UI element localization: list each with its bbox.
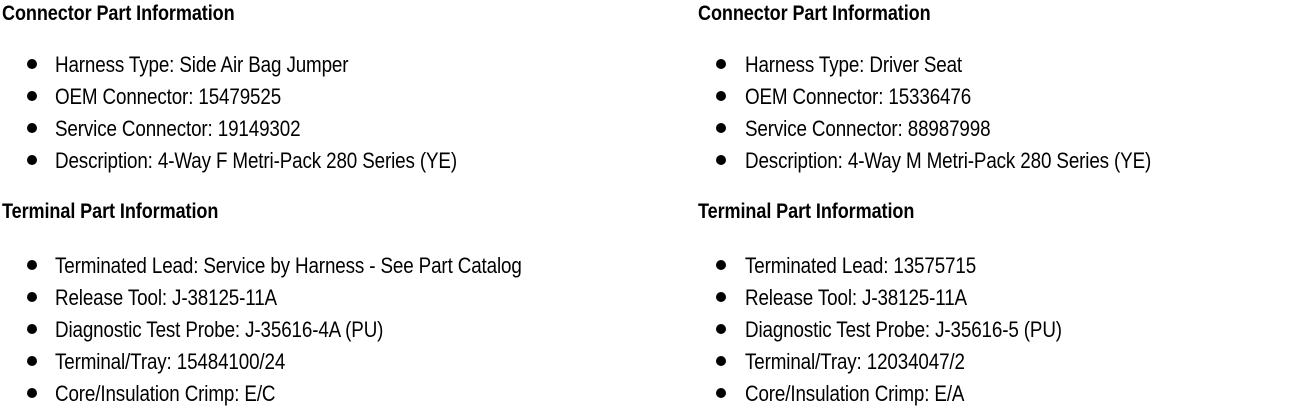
spec-terminal-tray: Terminal/Tray: 12034047/2	[745, 349, 965, 374]
bullet-point-icon	[716, 260, 726, 270]
spec-service-connector: Service Connector: 88987998	[745, 116, 991, 141]
bullet-point-icon	[27, 292, 37, 302]
bullet-point-icon	[716, 388, 726, 398]
right-column: Connector Part Information Harness Type:…	[696, 0, 1312, 416]
left-column: Connector Part Information Harness Type:…	[2, 2, 522, 406]
spec-release-tool: Release Tool: J-38125-11A	[745, 285, 967, 310]
bullet-point-icon	[716, 324, 726, 334]
spec-terminated-lead: Terminated Lead: 13575715	[745, 253, 977, 278]
spec-release-tool: Release Tool: J-38125-11A	[55, 285, 277, 310]
right-terminal-section-heading: Terminal Part Information	[698, 200, 915, 223]
bullet-point-icon	[27, 356, 37, 366]
bullet-point-icon	[27, 324, 37, 334]
bullet-point-icon	[27, 388, 37, 398]
spec-core-insulation-crimp: Core/Insulation Crimp: E/A	[745, 381, 965, 406]
spec-diagnostic-test-probe: Diagnostic Test Probe: J-35616-5 (PU)	[745, 317, 1062, 342]
spec-oem-connector: OEM Connector: 15479525	[55, 84, 282, 109]
spec-service-connector: Service Connector: 19149302	[55, 116, 301, 141]
spec-description: Description: 4-Way M Metri-Pack 280 Seri…	[745, 148, 1152, 173]
spec-terminated-lead: Terminated Lead: Service by Harness - Se…	[55, 253, 522, 278]
right-connector-section-heading: Connector Part Information	[698, 2, 931, 25]
left-terminal-section-heading: Terminal Part Information	[2, 200, 219, 223]
spec-terminal-tray: Terminal/Tray: 15484100/24	[55, 349, 286, 374]
bullet-point-icon	[716, 356, 726, 366]
spec-harness-type: Harness Type: Side Air Bag Jumper	[55, 52, 349, 77]
bullet-point-icon	[27, 123, 37, 133]
bullet-point-icon	[27, 155, 37, 165]
bullet-point-icon	[716, 155, 726, 165]
bullet-point-icon	[716, 59, 726, 69]
bullet-point-icon	[716, 123, 726, 133]
bullet-point-icon	[27, 260, 37, 270]
spec-description: Description: 4-Way F Metri-Pack 280 Seri…	[55, 148, 457, 173]
left-connector-section-heading: Connector Part Information	[2, 2, 235, 25]
spec-harness-type: Harness Type: Driver Seat	[745, 52, 963, 77]
bullet-point-icon	[27, 59, 37, 69]
spec-oem-connector: OEM Connector: 15336476	[745, 84, 972, 109]
spec-diagnostic-test-probe: Diagnostic Test Probe: J-35616-4A (PU)	[55, 317, 384, 342]
spec-core-insulation-crimp: Core/Insulation Crimp: E/C	[55, 381, 276, 406]
bullet-point-icon	[716, 292, 726, 302]
bullet-point-icon	[27, 91, 37, 101]
bullet-point-icon	[716, 91, 726, 101]
